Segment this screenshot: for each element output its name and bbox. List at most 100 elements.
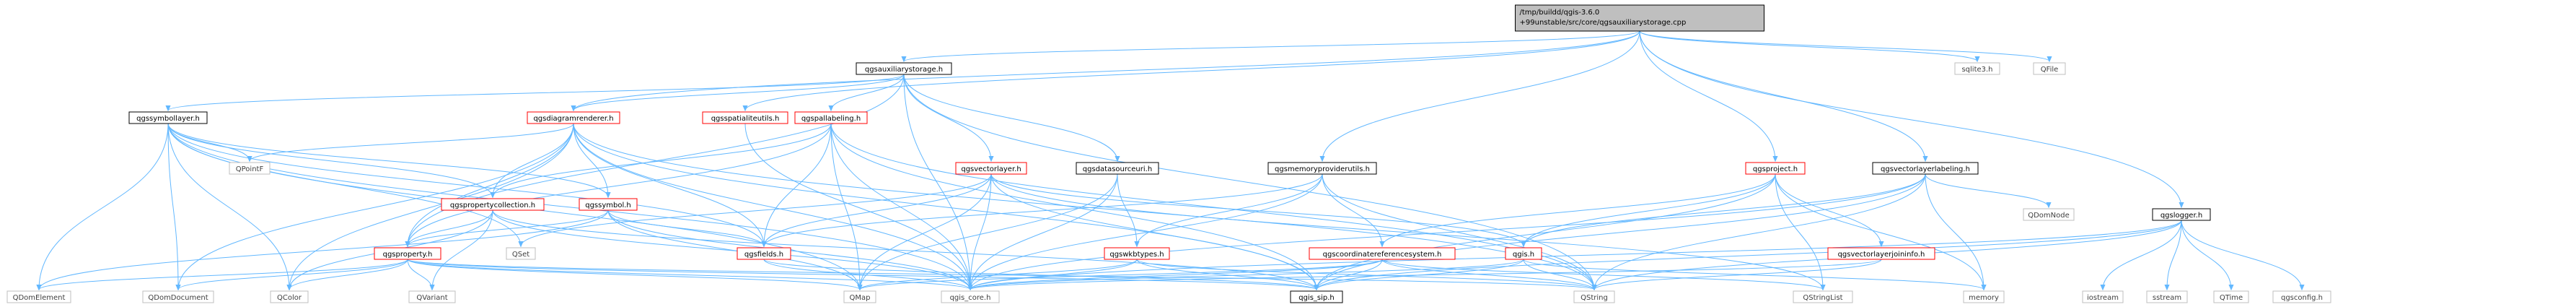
node-qset: QSet [506, 247, 536, 260]
edge-qgsauxiliarystorage-to-qstring [903, 74, 1594, 290]
node-label-qgssymbollayer: qgssymbollayer.h [136, 115, 200, 123]
edge-root-to-qgsdiagramrenderer [573, 30, 1640, 111]
edge-root-to-qgsspatialiteutils [745, 30, 1640, 111]
node-sstream: sstream [2146, 290, 2188, 303]
edge-qgsvectorlayerlabeling-to-qstring [1594, 173, 1926, 290]
node-qgsauxiliarystorage[interactable]: qgsauxiliarystorage.h [856, 62, 952, 75]
node-qgis_sip[interactable]: qgis_sip.h [1290, 290, 1343, 303]
edge-qgssymbollayer-to-qgspropertycollection [167, 123, 493, 197]
node-qgsvectorlayerjoininfo[interactable]: qgsvectorlayerjoininfo.h [1827, 247, 1935, 260]
edge-root-to-sqlite3 [1639, 30, 1977, 61]
node-label-qset: QSet [512, 251, 529, 259]
edge-qgswkbtypes-to-qgis_sip [1136, 259, 1316, 290]
edge-qgsdatasourceuri-to-qgis_core [970, 173, 1118, 290]
node-label-qgsvectorlayer: qgsvectorlayer.h [961, 165, 1021, 173]
edge-qgswkbtypes-to-qgis_core [970, 259, 1138, 290]
node-box-qmap [843, 290, 876, 303]
edge-qgsfields-to-qgis_sip [763, 259, 1316, 290]
node-box-qdomnode [2023, 208, 2075, 221]
node-box-qpointf [229, 162, 271, 175]
node-box-qgsspatialiteutils [702, 111, 788, 124]
node-sqlite3: sqlite3.h [1954, 62, 2000, 75]
edge-qgsvectorlayerlabeling-to-qdomnode [1925, 173, 2049, 207]
node-qgscoordinatereferencesystem[interactable]: qgscoordinatereferencesystem.h [1309, 247, 1456, 260]
edge-qgsdiagramrenderer-to-qdomdocument [178, 123, 574, 290]
node-qgssymbol[interactable]: qgssymbol.h [579, 198, 638, 211]
node-label-qfile: QFile [2041, 66, 2059, 74]
node-qfile: QFile [2033, 62, 2066, 75]
edge-qgsproperty-to-qcolor [289, 259, 408, 290]
node-label-qgsauxiliarystorage: qgsauxiliarystorage.h [865, 66, 943, 74]
edge-qgsvectorlayer-to-qgsfields [764, 173, 992, 246]
node-box-qgswkbtypes [1104, 247, 1170, 260]
edge-qgsvectorlayerjoininfo-to-qstring [1594, 259, 1882, 290]
node-label-qdomelement: QDomElement [13, 294, 66, 302]
edge-qgsdiagramrenderer-to-qgis_core [573, 123, 970, 290]
edge-qgis-to-qgis_core [970, 259, 1524, 290]
node-box-qgis [1505, 247, 1542, 260]
node-qgsdiagramrenderer[interactable]: qgsdiagramrenderer.h [527, 111, 620, 124]
node-qdomnode: QDomNode [2023, 208, 2075, 221]
node-qgsproject[interactable]: qgsproject.h [1745, 162, 1806, 175]
node-qgsvectorlayerlabeling[interactable]: qgsvectorlayerlabeling.h [1872, 162, 1979, 175]
node-label-qgis_core: qgis_core.h [950, 294, 991, 302]
node-qgspallabeling[interactable]: qgspallabeling.h [794, 111, 868, 124]
edge-qgspropertycollection-to-qgis_core [492, 209, 970, 290]
node-qgis[interactable]: qgis.h [1505, 247, 1542, 260]
node-label-qgscoordinatereferencesystem: qgscoordinatereferencesystem.h [1323, 251, 1442, 259]
edge-qgsproperty-to-qgis_core [407, 259, 970, 290]
edge-root-to-qgsauxiliarystorage [904, 30, 1640, 61]
edge-qgspropertycollection-to-qgsproperty [408, 209, 493, 246]
node-label-qdomdocument: QDomDocument [148, 294, 208, 302]
node-qgsproperty[interactable]: qgsproperty.h [374, 247, 441, 260]
node-label-qgswkbtypes: qgswkbtypes.h [1109, 251, 1164, 259]
edge-qgswkbtypes-to-qstring [1136, 259, 1594, 290]
edge-qgssymbollayer-to-qdomdocument [167, 123, 178, 290]
node-label-root-line-1: +99unstable/src/core/qgsauxiliarystorage… [1520, 19, 1687, 27]
edge-qgsproject-to-qgis_sip [1316, 173, 1776, 290]
node-box-qgspropertycollection [441, 198, 545, 211]
node-box-qgsfields [737, 247, 791, 260]
edge-qgssymbollayer-to-qgis_core [167, 123, 970, 290]
edge-qgssymbollayer-to-qset [167, 123, 521, 246]
node-label-qtime: QTime [2220, 294, 2243, 302]
node-qcolor: QColor [270, 290, 309, 303]
node-label-qgsdatasourceuri: qgsdatasourceuri.h [1083, 165, 1152, 173]
edge-root-to-qgsmemoryproviderutils [1322, 30, 1640, 161]
node-qgsfields[interactable]: qgsfields.h [737, 247, 791, 260]
node-box-qdomelement [6, 290, 71, 303]
node-box-qgsvectorlayerlabeling [1872, 162, 1979, 175]
node-label-qgsvectorlayerlabeling: qgsvectorlayerlabeling.h [1881, 165, 1970, 173]
node-root[interactable]: /tmp/buildd/qgis-3.6.0+99unstable/src/co… [1515, 4, 1764, 32]
edge-root-to-qfile [1639, 30, 2049, 61]
edge-qgscoordinatereferencesystem-to-qgis_core [970, 259, 1383, 290]
node-label-qgsconfig: qgsconfig.h [2281, 294, 2323, 302]
node-qgsconfig: qgsconfig.h [2272, 290, 2331, 303]
edge-qgssymbollayer-to-qgssymbol [167, 123, 608, 197]
edge-qgsmemoryproviderutils-to-qstring [1322, 173, 1594, 290]
node-qgsspatialiteutils[interactable]: qgsspatialiteutils.h [702, 111, 788, 124]
node-label-sstream: sstream [2153, 294, 2181, 302]
node-qgsvectorlayer[interactable]: qgsvectorlayer.h [955, 162, 1027, 175]
node-qgspropertycollection[interactable]: qgspropertycollection.h [441, 198, 545, 211]
edge-qgsproperty-to-qgis_sip [407, 259, 1316, 290]
node-box-qgsproject [1745, 162, 1806, 175]
node-qgsmemoryproviderutils[interactable]: qgsmemoryproviderutils.h [1267, 162, 1377, 175]
edge-qgsmemoryproviderutils-to-qgsfields [764, 173, 1323, 246]
node-box-qgssymbol [579, 198, 638, 211]
node-qgswkbtypes[interactable]: qgswkbtypes.h [1104, 247, 1170, 260]
node-box-iostream [2082, 290, 2124, 303]
edge-qgssymbol-to-qmap [607, 209, 860, 290]
node-label-qvariant: QVariant [416, 294, 447, 302]
node-label-qdomnode: QDomNode [2028, 212, 2070, 220]
node-qgsdatasourceuri[interactable]: qgsdatasourceuri.h [1076, 162, 1159, 175]
node-box-qgssymbollayer [128, 111, 208, 124]
node-label-iostream: iostream [2087, 294, 2119, 302]
node-qgslogger[interactable]: qgslogger.h [2152, 208, 2211, 221]
edge-qgsdiagramrenderer-to-qgsproperty [408, 123, 574, 246]
edge-qgswkbtypes-to-qmap [860, 259, 1138, 290]
node-qgssymbollayer[interactable]: qgssymbollayer.h [128, 111, 208, 124]
edge-qgslogger-to-qtime [2181, 220, 2231, 290]
node-box-qgsproperty [374, 247, 441, 260]
node-label-qgssymbol: qgssymbol.h [585, 202, 631, 209]
